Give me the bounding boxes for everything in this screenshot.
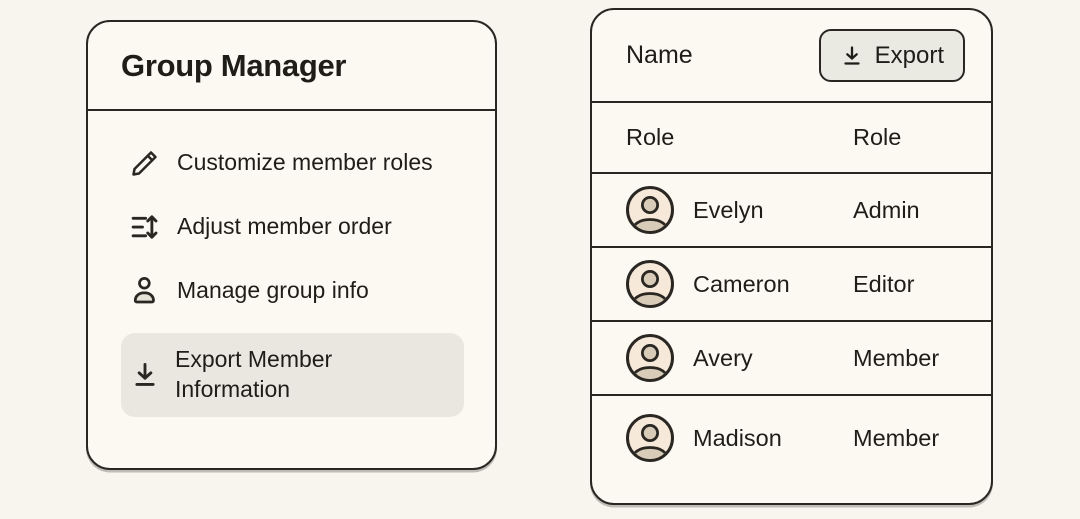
table-header-row: Name Export <box>592 10 991 103</box>
menu-item-adjust-order[interactable]: Adjust member order <box>88 195 495 259</box>
member-role: Member <box>853 344 940 371</box>
download-icon <box>129 359 161 391</box>
member-name: Evelyn <box>693 196 764 223</box>
menu-item-label: Manage group info <box>177 277 369 304</box>
export-button-label: Export <box>874 41 944 69</box>
person-icon <box>129 275 161 307</box>
menu-item-label: Customize member roles <box>177 149 433 176</box>
menu-item-export-info[interactable]: Export Member Information <box>121 333 464 417</box>
avatar <box>626 260 674 308</box>
table-row[interactable]: Evelyn Admin <box>592 174 991 248</box>
name-column-header: Name <box>626 41 693 69</box>
column-headers-row: Role Role <box>592 103 991 174</box>
table-row[interactable]: Avery Member <box>592 322 991 396</box>
group-manager-title: Group Manager <box>121 47 347 83</box>
member-name: Cameron <box>693 270 790 297</box>
member-role: Admin <box>853 196 920 223</box>
member-name: Madison <box>693 424 782 451</box>
menu-item-manage-info[interactable]: Manage group info <box>88 259 495 323</box>
reorder-icon <box>129 211 161 243</box>
member-name: Avery <box>693 344 753 371</box>
table-row[interactable]: Cameron Editor <box>592 248 991 322</box>
role-column-header-right: Role <box>853 124 902 150</box>
table-row[interactable]: Madison Member <box>592 396 991 503</box>
group-manager-panel: Group Manager Customize member roles <box>86 20 497 470</box>
download-icon <box>840 44 864 68</box>
menu-item-label: Export Member Information <box>175 346 333 402</box>
export-button[interactable]: Export <box>818 29 965 82</box>
group-manager-menu: Customize member roles Adjust member ord… <box>88 111 495 417</box>
member-table-panel: Name Export Role Role <box>590 8 993 505</box>
menu-item-label: Adjust member order <box>177 213 392 240</box>
member-role: Editor <box>853 270 915 297</box>
menu-item-customize-roles[interactable]: Customize member roles <box>88 131 495 195</box>
avatar <box>626 334 674 382</box>
pencil-icon <box>129 147 161 179</box>
member-role: Member <box>853 424 940 451</box>
group-manager-header: Group Manager <box>88 22 495 111</box>
avatar <box>626 186 674 234</box>
role-column-header-left: Role <box>626 124 675 150</box>
avatar <box>626 414 674 462</box>
